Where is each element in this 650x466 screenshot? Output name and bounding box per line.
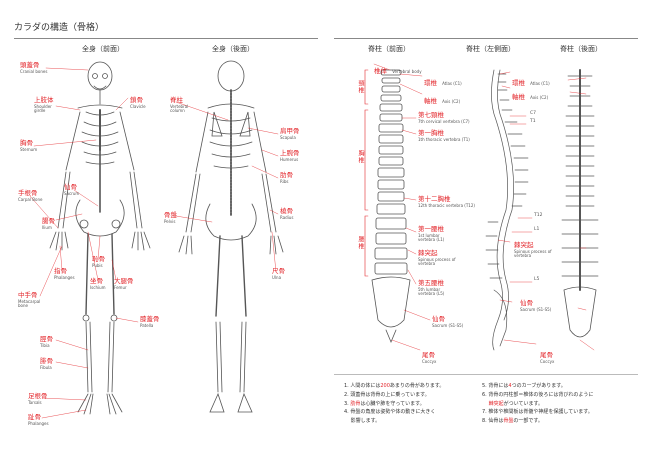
note-4-cont: 影響します。 <box>344 418 381 424</box>
note-1: 1. 人間の体には200あまりの骨があります。 <box>344 383 445 389</box>
header-spine-back: 脊柱（後面） <box>560 45 602 53</box>
back-skeleton <box>178 60 284 413</box>
label-vertebral-body: 椎体 Vertebral body <box>374 67 422 75</box>
region-lumbar: 腰椎 <box>357 236 364 250</box>
header-front: 全身（前面） <box>82 45 124 53</box>
label-axis-front: 軸椎 Axis (C2) <box>424 97 461 105</box>
marker-l5: L5 <box>534 277 540 282</box>
note-6: 6. 背骨の円柱部＝椎体の後ろには背びれのように <box>482 391 594 398</box>
label-axis-back: 軸椎 Axis (C2) <box>512 93 549 101</box>
note-2: 2. 頭蓋骨は背骨の上に乗っています。 <box>344 391 430 398</box>
marker-c7: C7 <box>530 111 537 116</box>
marker-t1: T1 <box>530 119 536 124</box>
marker-t12: T12 <box>534 213 543 218</box>
notes-divider <box>334 374 638 375</box>
notes-right: 5. 背骨には4つのカーブがあります。 6. 背骨の円柱部＝椎体の後ろには背びれ… <box>482 382 593 426</box>
spine-back-view <box>561 69 599 338</box>
note-7: 7. 椎体や椎間板は脊髄や神経を保護しています。 <box>482 409 593 416</box>
spine-side-view <box>485 69 529 351</box>
header-spine-front: 脊柱（前面） <box>368 45 410 53</box>
note-6-cont: 棘突起がついています。 <box>488 400 543 407</box>
note-4: 4. 骨盤の角度は姿勢や体の動きに大きく <box>344 409 436 416</box>
note-5: 5. 背骨には4つのカーブがあります。 <box>482 383 566 389</box>
marker-l1: L1 <box>534 227 540 232</box>
region-thoracic: 胸椎 <box>357 150 364 164</box>
note-8: 8. 仙骨は骨盤の一部です。 <box>482 418 543 424</box>
label-atlas-front: 環椎 Atlas (C1) <box>424 79 462 87</box>
region-cervical: 頸椎 <box>357 80 364 94</box>
notes-left: 1. 人間の体には200あまりの骨があります。 2. 頭蓋骨は背骨の上に乗ってい… <box>344 382 444 426</box>
header-rule-left <box>14 38 318 39</box>
spine-front-view <box>371 69 411 344</box>
header-spine-side: 脊柱（左側面） <box>466 45 515 53</box>
label-atlas-back: 環椎 Atlas (C1) <box>512 79 550 87</box>
header-back: 全身（後面） <box>212 45 254 53</box>
note-3: 3. 肋骨は心臓や肺を守っています。 <box>344 400 425 407</box>
page-title: カラダの構造（骨格） <box>14 23 105 33</box>
header-rule-right <box>334 38 638 39</box>
